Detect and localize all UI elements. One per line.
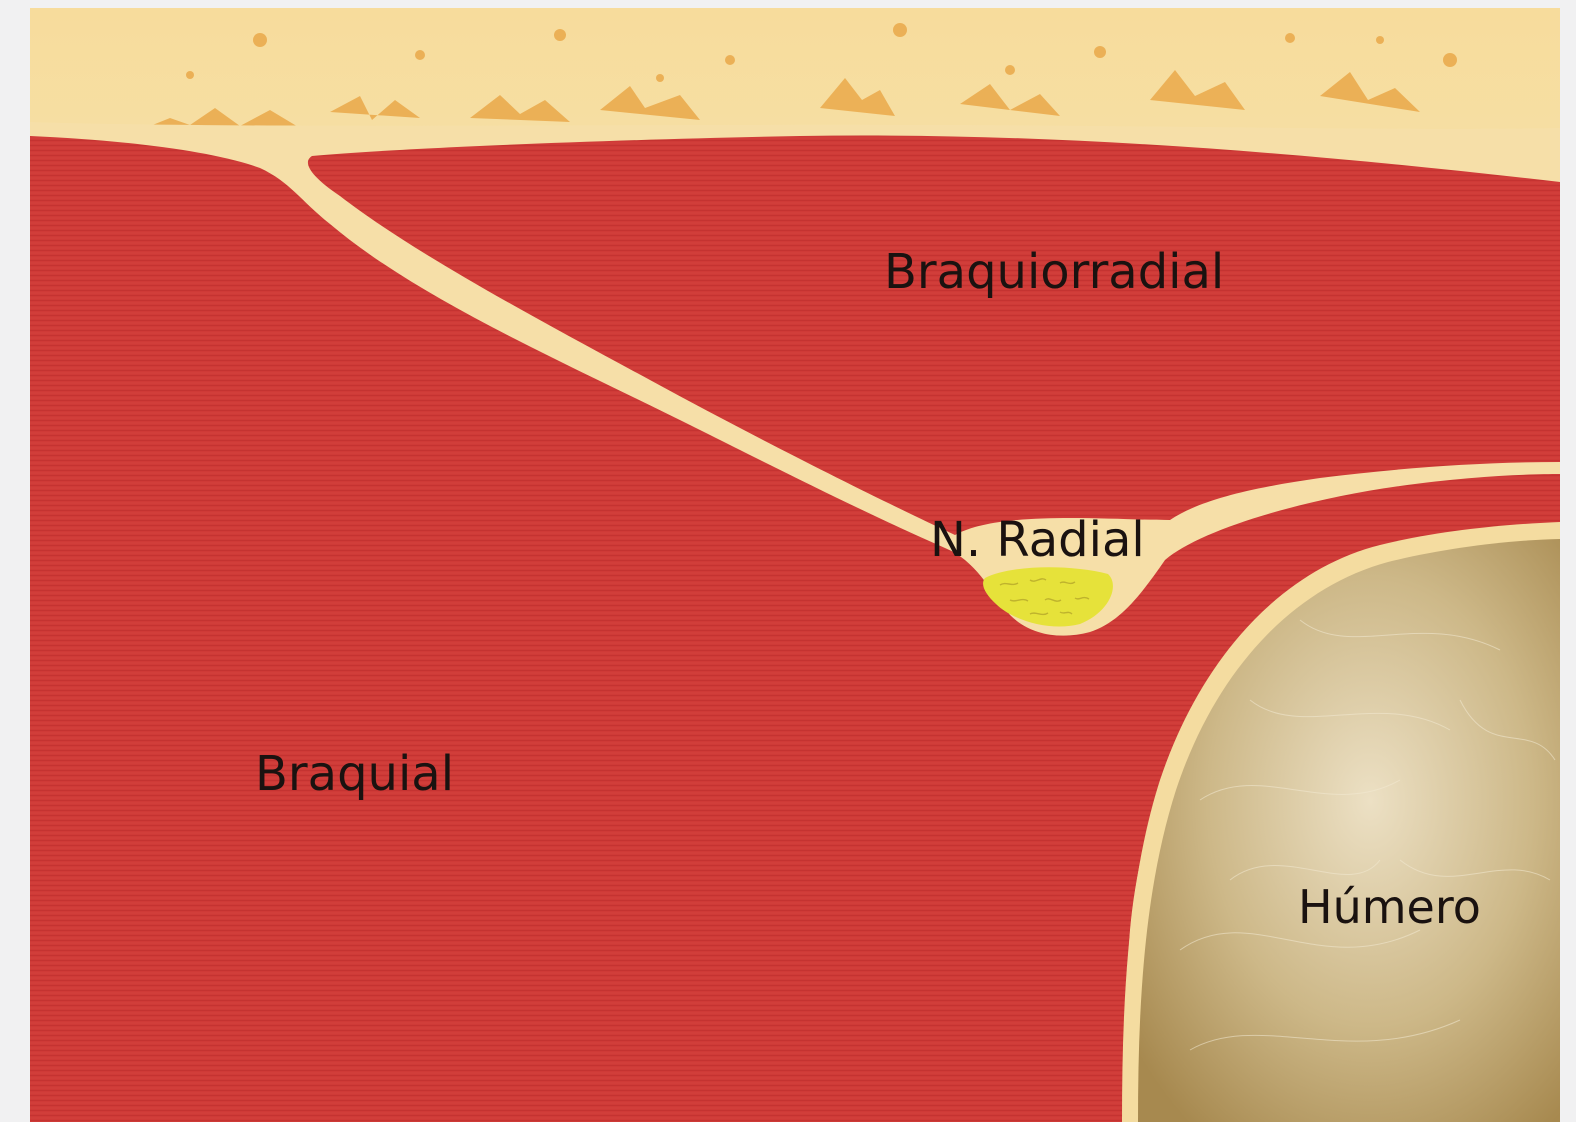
label-brachioradialis: Braquiorradial bbox=[884, 244, 1224, 300]
label-humerus: Húmero bbox=[1298, 880, 1481, 934]
label-radial-nerve: N. Radial bbox=[930, 512, 1145, 568]
label-brachialis: Braquial bbox=[255, 746, 454, 802]
